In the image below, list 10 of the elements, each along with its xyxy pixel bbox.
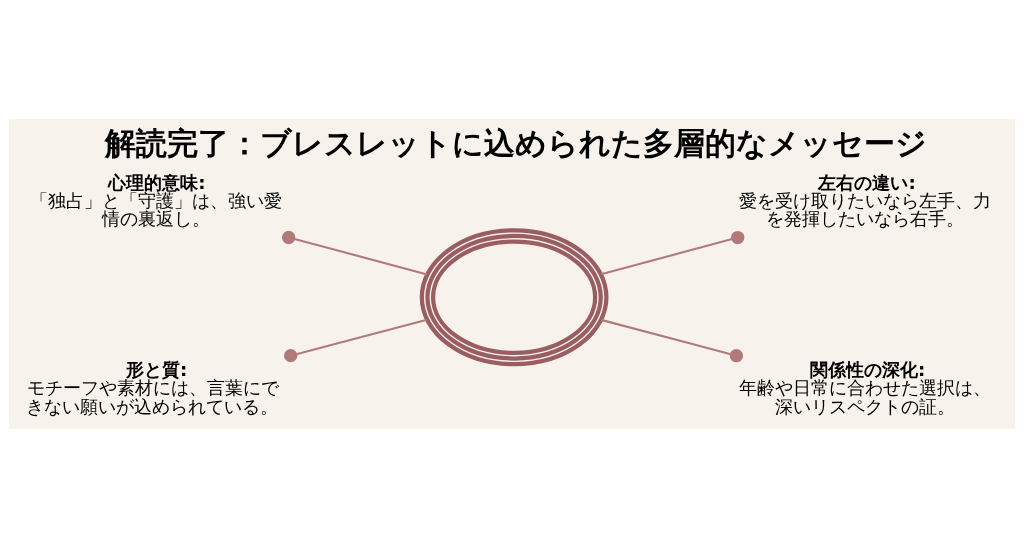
node-text: 心理的意味: 「独占」と「守護」は、強い愛情の裏返し。 bbox=[30, 171, 283, 229]
node-text: 関係性の深化: 年齢や日常に合わせた選択は、深いリスペクトの証。 bbox=[738, 358, 991, 417]
connector bbox=[600, 230, 745, 275]
connector bbox=[281, 230, 428, 275]
node-text: 形と質: モチーフや素材には、言葉にできない願いが込められている。 bbox=[25, 358, 280, 417]
connector bbox=[600, 318, 744, 362]
node-text: 左右の違い: 愛を受け取りたいなら左手、力を発揮したいなら右手。 bbox=[738, 171, 991, 229]
connector bbox=[283, 318, 428, 362]
node-circle bbox=[419, 227, 609, 366]
diagram-title: 解読完了：ブレスレットに込められた多層的なメッセージ bbox=[104, 124, 927, 161]
